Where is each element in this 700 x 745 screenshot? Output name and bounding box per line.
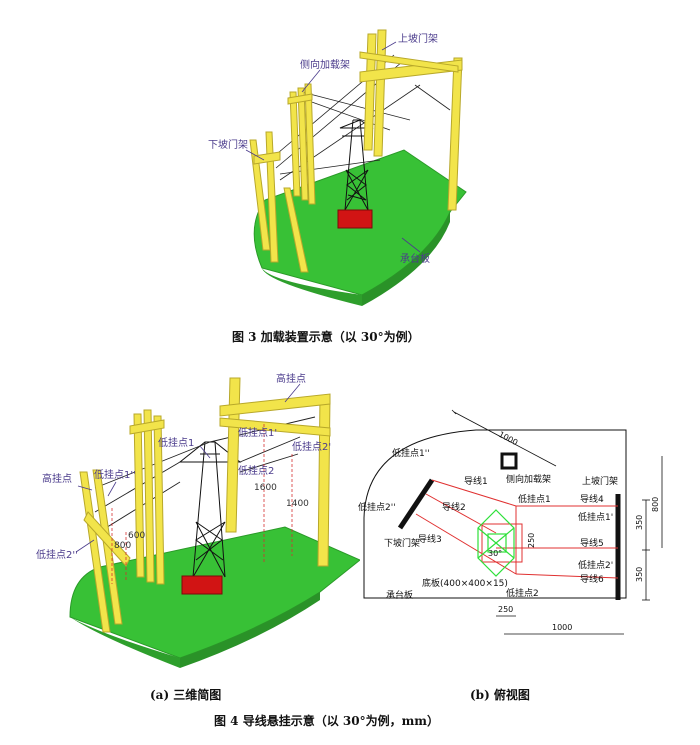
label-low-point2p-4b: 低挂点2'	[578, 559, 613, 571]
label-lower-gantry-3: 下坡门架	[208, 138, 248, 151]
base-plate-4a	[181, 575, 223, 595]
dim-1600-4a: 1600	[254, 483, 277, 493]
label-low-point1p-4a: 低挂点1'	[238, 426, 277, 439]
tower-4a	[178, 441, 242, 578]
dim-800-4b: 800	[651, 497, 660, 512]
figure4-caption: 图 4 导线悬挂示意（以 30°为例，mm）	[214, 714, 439, 728]
label-low-point2pp-4b: 低挂点2''	[358, 501, 396, 513]
label-wire3-4b: 导线3	[418, 533, 442, 545]
figure3-diagram: 上坡门架 侧向加载架 下坡门架 承台板	[208, 29, 467, 306]
side-loading-frame-4b	[500, 452, 518, 470]
label-low-point1pp-4a: 低挂点1''	[94, 468, 136, 481]
label-upper-gantry-4b: 上坡门架	[582, 475, 618, 487]
upper-gantry-4a	[219, 377, 331, 567]
dim-1400-4a: 1400	[286, 499, 309, 509]
label-wire5-4b: 导线5	[580, 537, 604, 549]
figure4a-diagram: 高挂点 低挂点1 低挂点1' 低挂点2' 低挂点2 高挂点 低挂点1'' 低挂点…	[36, 372, 360, 668]
dim-800-4a: 800	[114, 541, 131, 551]
dim-250-h-4b: 250	[498, 605, 513, 614]
side-loading-frame-4a	[129, 409, 165, 585]
figure4b-diagram: 1000 低挂点1'' 侧向加载架 上坡门架 低挂点2'' 导线1 导线	[358, 409, 663, 635]
label-upper-gantry-3: 上坡门架	[398, 32, 438, 45]
figure3-caption: 图 3 加载装置示意（以 30°为例）	[232, 330, 420, 344]
lower-gantry-4b	[397, 478, 435, 530]
label-low-point2p-4a: 低挂点2'	[292, 440, 331, 453]
side-loading-frame-3	[287, 83, 316, 205]
label-platform-3: 承台板	[400, 252, 430, 265]
label-platform-4b: 承台板	[386, 589, 413, 601]
dim-350a-4b: 350	[635, 515, 644, 530]
label-side-loading-3: 侧向加载架	[300, 58, 350, 71]
label-low-point2-4b: 低挂点2	[506, 587, 539, 599]
dim-350b-4b: 350	[635, 567, 644, 582]
label-wire2-4b: 导线2	[442, 501, 466, 513]
lower-gantry-4a	[79, 469, 131, 633]
label-wire6-4b: 导线6	[580, 573, 604, 585]
platform-outline-4b	[363, 429, 627, 599]
label-low-point2-4a: 低挂点2	[238, 464, 274, 477]
label-high-point-top-4a: 高挂点	[276, 372, 306, 385]
figure4b-caption: (b) 俯视图	[470, 688, 530, 702]
figure4a-caption: (a) 三维简图	[150, 688, 222, 702]
label-angle-4b: 30°	[488, 549, 502, 558]
base-plate-3	[337, 209, 373, 229]
dim-600-4a: 600	[128, 531, 145, 541]
label-low-point1-4a: 低挂点1	[158, 436, 194, 449]
label-side-loading-4b: 侧向加载架	[506, 473, 551, 485]
label-low-point1pp-4b: 低挂点1''	[392, 447, 430, 459]
lower-gantry-3	[249, 131, 309, 273]
dim-1000-top-4b: 1000	[497, 430, 519, 448]
label-low-point1p-4b: 低挂点1'	[578, 511, 613, 523]
label-low-point1-4b: 低挂点1	[518, 493, 551, 505]
dim-1000-bottom-4b: 1000	[552, 623, 572, 632]
base-plate-4b	[481, 523, 523, 563]
label-high-point-left-4a: 高挂点	[42, 472, 72, 485]
label-wire1-4b: 导线1	[464, 475, 488, 487]
label-lower-gantry-4b: 下坡门架	[384, 537, 420, 549]
upper-gantry-3	[359, 29, 463, 211]
tower-plan-4b	[477, 509, 515, 577]
label-wire4-4b: 导线4	[580, 493, 604, 505]
label-low-point2pp-4a: 低挂点2''	[36, 548, 78, 561]
label-base-plate-4b: 底板(400×400×15)	[422, 577, 508, 589]
dim-250-v-4b: 250	[527, 533, 536, 548]
